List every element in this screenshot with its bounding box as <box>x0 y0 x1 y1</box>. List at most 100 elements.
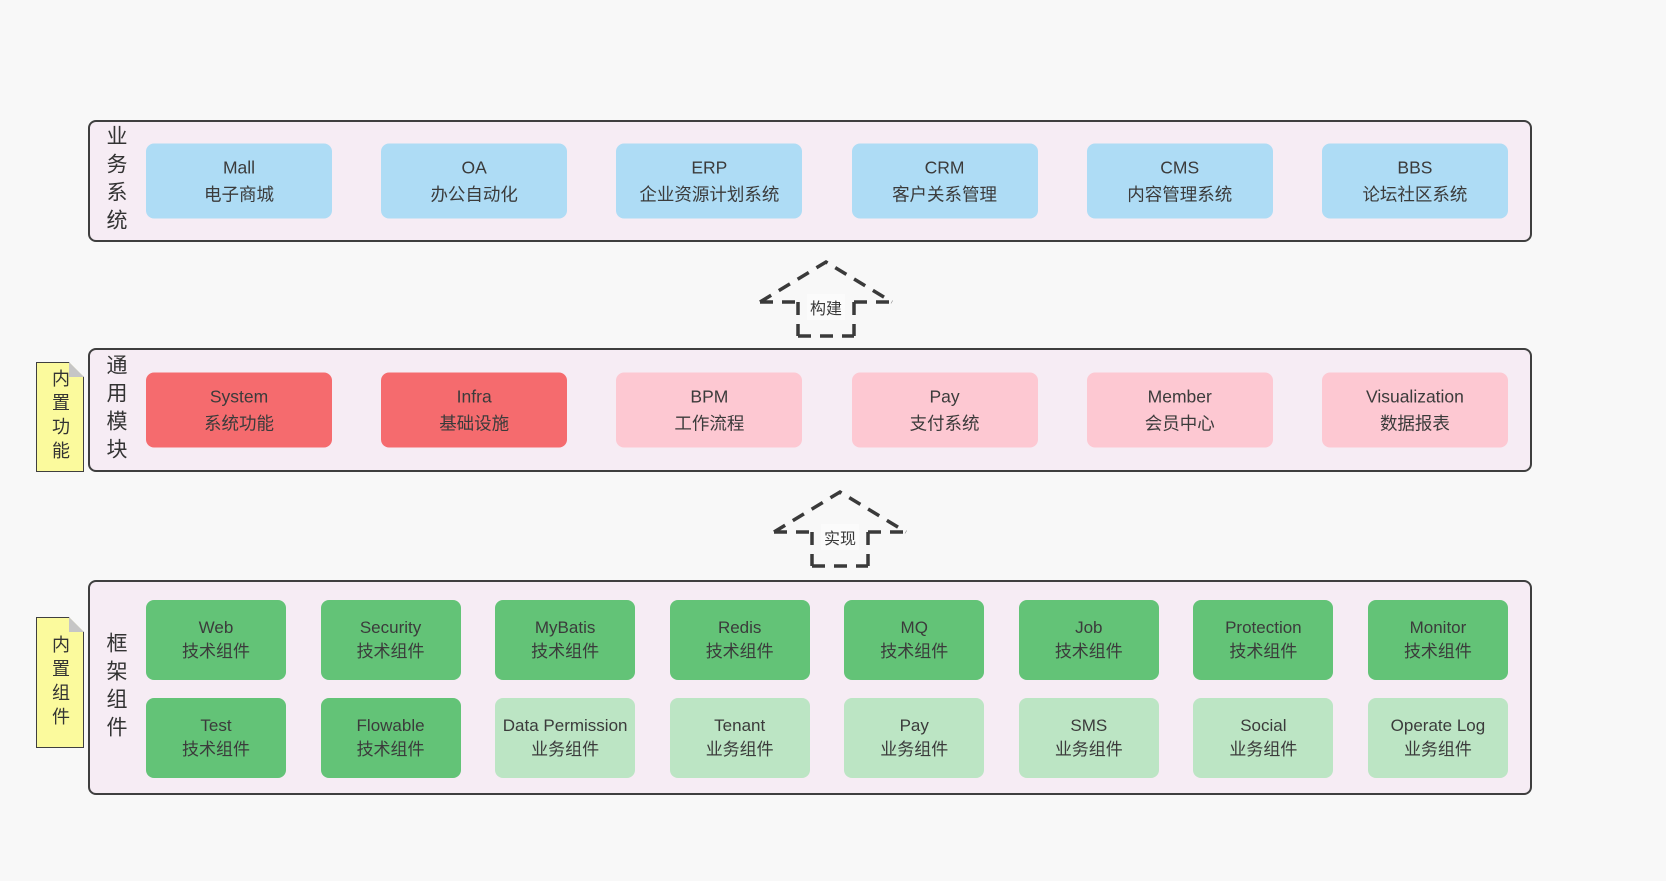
box-title: Social <box>1240 715 1287 735</box>
business-systems-container: 业务系统 Mall 电子商城 OA 办公自动化 ERP 企业资源计划系统 CRM… <box>88 120 1532 242</box>
framework-components-container: 框架组件 Web 技术组件 Security 技术组件 MyBatis 技术组件… <box>88 580 1532 795</box>
box-web: Web 技术组件 <box>146 600 286 680</box>
implement-arrow: 实现 <box>770 486 910 570</box>
build-arrow: 构建 <box>756 256 896 340</box>
box-title: MQ <box>900 617 928 637</box>
box-subtitle: 内容管理系统 <box>1127 184 1233 204</box>
box-title: Pay <box>929 386 960 407</box>
box-subtitle: 电子商城 <box>204 184 274 204</box>
box-subtitle: 技术组件 <box>705 642 774 661</box>
box-erp: ERP 企业资源计划系统 <box>616 143 803 219</box>
box-subtitle: 技术组件 <box>356 740 425 759</box>
note-text: 内置组件 <box>50 634 70 731</box>
box-bpm: BPM 工作流程 <box>616 372 803 448</box>
common-modules-row: System 系统功能 Infra 基础设施 BPM 工作流程 Pay 支付系统… <box>146 372 1508 448</box>
box-subtitle: 会员中心 <box>1144 413 1215 433</box>
box-title: BBS <box>1397 157 1433 178</box>
box-title: Test <box>200 715 232 735</box>
common-modules-container: 通用模块 System 系统功能 Infra 基础设施 BPM 工作流程 Pay… <box>88 348 1532 472</box>
box-title: System <box>209 386 269 407</box>
box-title: SMS <box>1070 715 1108 735</box>
box-redis: Redis 技术组件 <box>669 600 810 680</box>
box-tenant: Tenant 业务组件 <box>669 698 810 778</box>
box-operate-log: Operate Log 业务组件 <box>1367 698 1508 778</box>
dashed-up-arrow-icon <box>759 259 893 338</box>
tech-components-row: Web 技术组件 Security 技术组件 MyBatis 技术组件 Redi… <box>146 600 1508 680</box>
built-in-components-note: 内置组件 <box>36 617 84 748</box>
box-subtitle: 技术组件 <box>1403 642 1472 661</box>
box-mq: MQ 技术组件 <box>844 600 985 680</box>
box-monitor: Monitor 技术组件 <box>1367 600 1508 680</box>
business-systems-label: 业务系统 <box>104 125 127 237</box>
box-subtitle: 系统功能 <box>204 413 274 433</box>
box-title: Visualization <box>1365 386 1464 407</box>
box-subtitle: 技术组件 <box>356 642 425 661</box>
box-title: Security <box>359 617 422 637</box>
box-subtitle: 业务组件 <box>1054 740 1123 759</box>
implement-arrow-label: 实现 <box>820 524 860 550</box>
box-title: BPM <box>690 386 729 407</box>
box-title: MyBatis <box>534 617 596 637</box>
box-title: Member <box>1147 386 1212 407</box>
box-title: Operate Log <box>1390 715 1486 735</box>
box-title: Data Permission <box>502 715 628 735</box>
built-in-functions-note: 内置功能 <box>36 362 84 472</box>
box-title: Flowable <box>356 715 425 735</box>
framework-components-rows: Web 技术组件 Security 技术组件 MyBatis 技术组件 Redi… <box>146 600 1508 778</box>
framework-components-label: 框架组件 <box>104 631 127 744</box>
box-title: Tenant <box>714 715 766 735</box>
box-mall: Mall 电子商城 <box>146 143 332 219</box>
box-subtitle: 企业资源计划系统 <box>639 184 780 204</box>
box-subtitle: 业务组件 <box>531 740 600 759</box>
box-crm: CRM 客户关系管理 <box>851 143 1038 219</box>
box-oa: OA 办公自动化 <box>381 143 568 219</box>
biz-components-row: Test 技术组件 Flowable 技术组件 Data Permission … <box>146 698 1508 778</box>
box-bbs: BBS 论坛社区系统 <box>1321 143 1508 219</box>
box-subtitle: 技术组件 <box>182 740 250 759</box>
box-pay: Pay 支付系统 <box>851 372 1038 448</box>
box-test: Test 技术组件 <box>146 698 286 778</box>
box-subtitle: 技术组件 <box>531 642 600 661</box>
box-subtitle: 业务组件 <box>1403 740 1472 759</box>
box-subtitle: 工作流程 <box>674 413 745 433</box>
box-cms: CMS 内容管理系统 <box>1086 143 1273 219</box>
box-subtitle: 技术组件 <box>1229 642 1298 661</box>
box-title: Web <box>198 617 234 637</box>
box-job: Job 技术组件 <box>1018 600 1159 680</box>
box-subtitle: 业务组件 <box>880 740 949 759</box>
dashed-up-arrow-icon <box>773 489 907 568</box>
box-subtitle: 业务组件 <box>1229 740 1298 759</box>
box-infra: Infra 基础设施 <box>381 372 568 448</box>
note-text: 内置功能 <box>50 369 70 465</box>
box-subtitle: 数据报表 <box>1379 413 1450 433</box>
box-social: Social 业务组件 <box>1193 698 1334 778</box>
box-member: Member 会员中心 <box>1086 372 1273 448</box>
box-subtitle: 技术组件 <box>880 642 949 661</box>
box-subtitle: 论坛社区系统 <box>1362 184 1468 204</box>
box-title: Redis <box>717 617 762 637</box>
box-sms: SMS 业务组件 <box>1018 698 1159 778</box>
box-protection: Protection 技术组件 <box>1193 600 1334 680</box>
box-title: Protection <box>1225 617 1302 637</box>
box-subtitle: 技术组件 <box>1054 642 1123 661</box>
box-title: Mall <box>222 157 256 178</box>
box-subtitle: 支付系统 <box>909 413 980 433</box>
box-flowable: Flowable 技术组件 <box>320 698 461 778</box>
box-title: Monitor <box>1409 617 1467 637</box>
box-pay-biz: Pay 业务组件 <box>844 698 985 778</box>
common-modules-label: 通用模块 <box>104 354 127 466</box>
box-title: CRM <box>924 157 965 178</box>
box-subtitle: 客户关系管理 <box>892 184 998 204</box>
box-security: Security 技术组件 <box>320 600 461 680</box>
build-arrow-label: 构建 <box>806 294 846 320</box>
box-title: OA <box>461 157 487 178</box>
box-title: ERP <box>691 157 728 178</box>
box-system: System 系统功能 <box>146 372 332 448</box>
box-title: Pay <box>899 715 929 735</box>
box-subtitle: 技术组件 <box>182 642 250 661</box>
box-subtitle: 业务组件 <box>705 740 774 759</box>
box-title: Infra <box>456 386 492 407</box>
box-title: CMS <box>1160 157 1200 178</box>
box-mybatis: MyBatis 技术组件 <box>495 600 636 680</box>
